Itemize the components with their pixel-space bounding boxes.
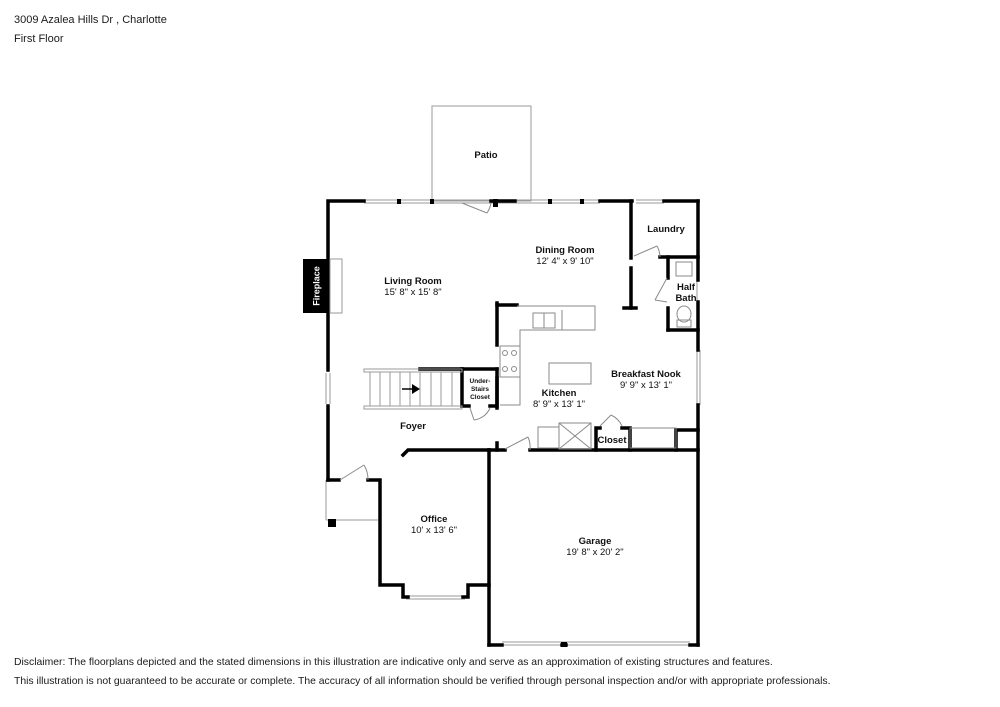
laundry-label: Laundry bbox=[647, 224, 685, 235]
living-room-dimensions: 15' 8" x 15' 8" bbox=[384, 287, 441, 298]
kitchen-fixtures bbox=[499, 305, 677, 450]
dining-room-dimensions: 12' 4" x 9' 10" bbox=[536, 256, 593, 267]
office-label: Office bbox=[421, 514, 448, 525]
staircase bbox=[363, 368, 463, 410]
under-stairs-closet-label-line2: Stairs bbox=[471, 386, 489, 393]
under-stairs-closet-label-line1: Under- bbox=[470, 378, 491, 385]
kitchen-label: Kitchen bbox=[542, 388, 577, 399]
half-bath-label-line2: Bath bbox=[675, 293, 696, 304]
fireplace-label: Fireplace bbox=[312, 266, 322, 306]
floor-label: First Floor bbox=[14, 33, 64, 45]
dining-room-label: Dining Room bbox=[535, 245, 594, 256]
office-dimensions: 10' x 13' 6" bbox=[411, 525, 457, 536]
garage-dimensions: 19' 8" x 20' 2" bbox=[566, 547, 623, 558]
stair-direction-arrow-icon bbox=[402, 384, 420, 394]
walls bbox=[326, 199, 700, 647]
garage-label: Garage bbox=[579, 536, 612, 547]
half-bath-fixtures bbox=[675, 261, 693, 328]
half-bath-label-line1: Half bbox=[677, 282, 696, 293]
property-address: 3009 Azalea Hills Dr , Charlotte bbox=[14, 14, 167, 26]
patio bbox=[431, 105, 532, 202]
windows bbox=[325, 199, 701, 646]
fireplace: Fireplace bbox=[303, 258, 343, 314]
living-room-label: Living Room bbox=[384, 276, 442, 287]
disclaimer-line-2: This illustration is not guaranteed to b… bbox=[14, 676, 831, 687]
under-stairs-closet-label-line3: Closet bbox=[470, 394, 491, 401]
foyer-label: Foyer bbox=[400, 421, 426, 432]
patio-label: Patio bbox=[474, 150, 497, 161]
doors bbox=[339, 202, 668, 481]
closet-label: Closet bbox=[597, 435, 627, 446]
breakfast-nook-label: Breakfast Nook bbox=[611, 369, 681, 380]
kitchen-dimensions: 8' 9" x 13' 1" bbox=[533, 399, 585, 410]
breakfast-nook-dimensions: 9' 9" x 13' 1" bbox=[620, 380, 672, 391]
wall-posts bbox=[328, 199, 584, 647]
disclaimer-line-1: Disclaimer: The floorplans depicted and … bbox=[14, 657, 773, 668]
